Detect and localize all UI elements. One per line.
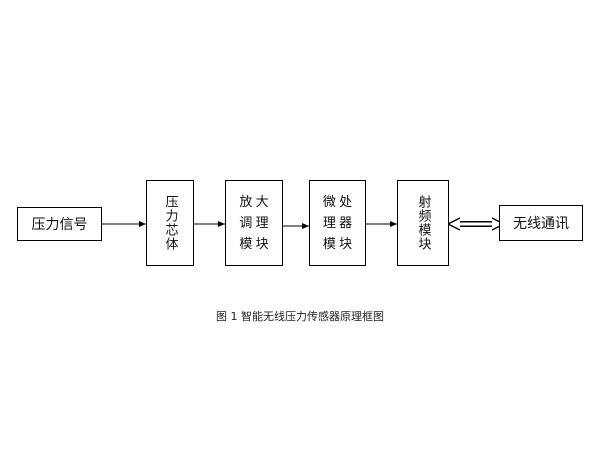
- label-char: 调: [239, 215, 253, 231]
- rf-module-label: 射频模块: [415, 195, 431, 251]
- pressure-core-box: 压力芯体: [146, 180, 194, 266]
- amplifier-module-box: 放大调理模块: [225, 180, 283, 266]
- amplifier-module-label: 放大调理模块: [238, 196, 271, 251]
- label-char: 大: [255, 194, 269, 210]
- microprocessor-module-box: 微处理器模块: [309, 180, 366, 266]
- label-char: 块: [339, 236, 353, 252]
- label-char: 模: [322, 236, 336, 252]
- label-char: 模: [239, 236, 253, 252]
- label-char: 理: [255, 215, 269, 231]
- pressure-signal-label: 压力信号: [31, 217, 88, 233]
- rf-module-box: 射频模块: [397, 180, 449, 266]
- pressure-core-label: 压力芯体: [162, 195, 178, 251]
- label-char: 器: [339, 215, 353, 231]
- label-char: 微: [322, 194, 336, 210]
- microprocessor-module-label: 微处理器模块: [321, 196, 354, 251]
- double-arrow-rf-wireless: [446, 217, 506, 231]
- label-char: 理: [322, 215, 336, 231]
- label-char: 块: [255, 236, 269, 252]
- pressure-signal-box: 压力信号: [17, 207, 102, 241]
- wireless-comm-label: 无线通讯: [513, 216, 569, 232]
- figure-caption: 图 1 智能无线压力传感器原理框图: [216, 310, 384, 323]
- wireless-comm-box: 无线通讯: [499, 205, 583, 241]
- label-char: 放: [239, 194, 253, 210]
- label-char: 处: [339, 194, 353, 210]
